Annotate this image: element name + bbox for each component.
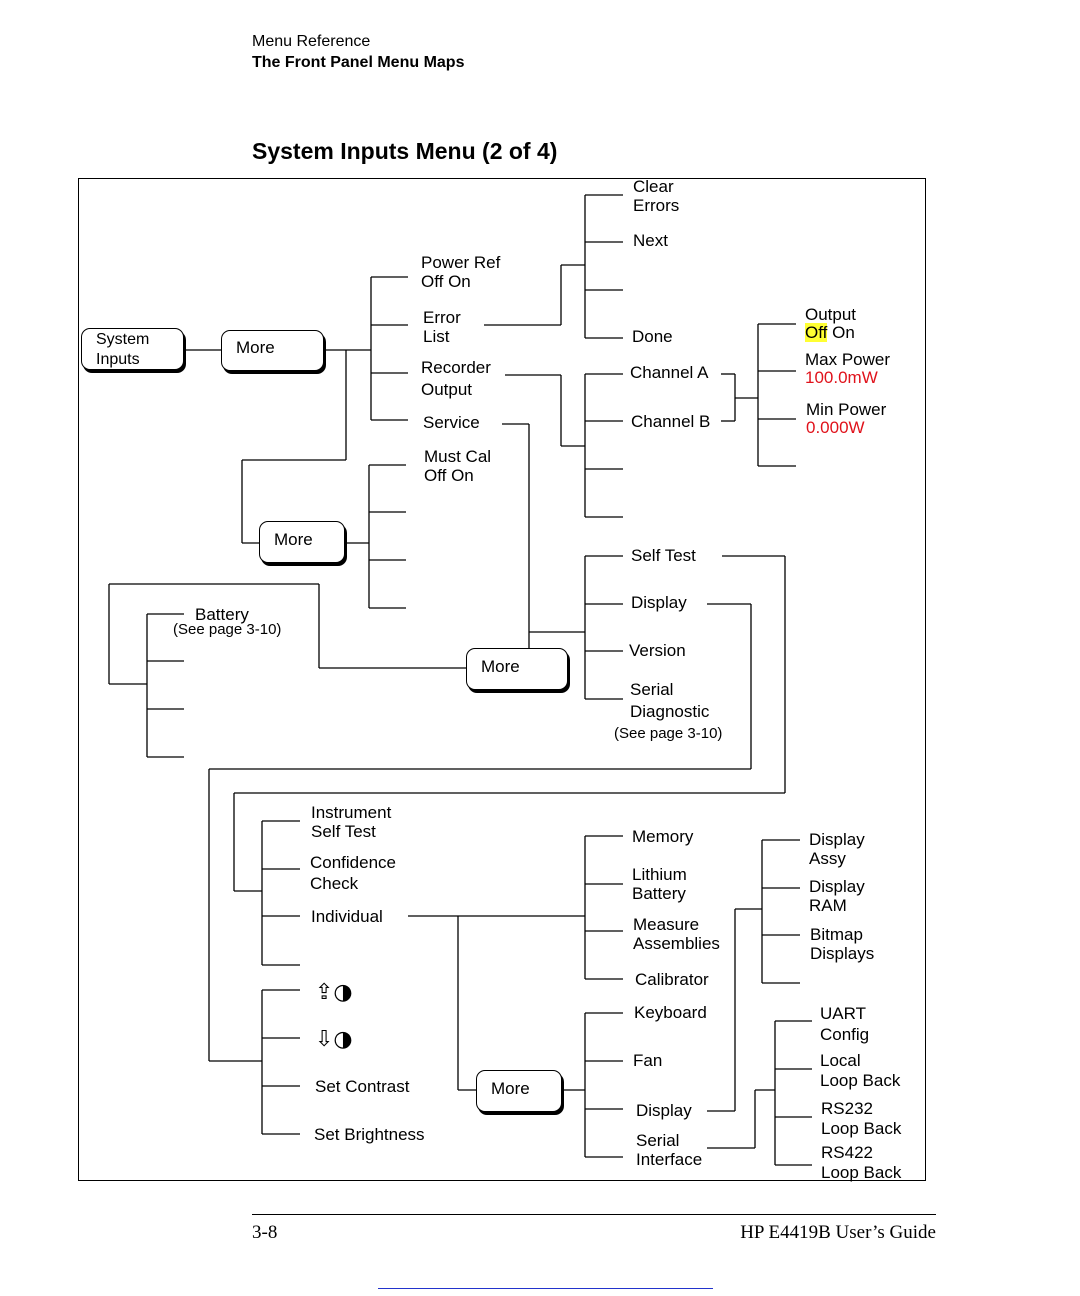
more-key-3[interactable]: More — [466, 648, 568, 690]
header-section: Menu Reference — [252, 33, 371, 50]
error-list-label: Error List — [423, 308, 461, 346]
power-ref-label: Power Ref Off On — [421, 253, 501, 291]
more-key-4[interactable]: More — [476, 1070, 562, 1112]
set-brightness-label: Set Brightness — [314, 1125, 425, 1144]
output-on-option: On — [832, 323, 855, 342]
clear-errors-label: Clear Errors — [633, 177, 680, 215]
more-key-1[interactable]: More — [221, 330, 324, 371]
display-label: Display — [631, 593, 687, 612]
bitmap-displays-label: Bitmap Displays — [810, 925, 875, 963]
lithium-battery-label: Lithium Battery — [632, 865, 687, 903]
service-label: Service — [423, 413, 480, 432]
confidence-check-label: Confidence Check — [310, 853, 397, 893]
memory-label: Memory — [632, 827, 694, 846]
uart-config-label: UART Config — [820, 1004, 870, 1044]
fan-label: Fan — [633, 1051, 663, 1070]
local-loop-back-label: Local Loop Back — [820, 1051, 901, 1090]
done-label: Done — [632, 327, 673, 346]
serial-diagnostic-label: Serial Diagnostic — [630, 680, 710, 721]
page-title: System Inputs Menu (2 of 4) — [252, 138, 558, 164]
min-power-value: 0.000W — [806, 418, 865, 437]
channel-b-label: Channel B — [631, 412, 711, 431]
max-power-label: Max Power — [805, 350, 891, 369]
more-key-2[interactable]: More — [259, 521, 345, 563]
display-assy-label: Display Assy — [809, 830, 865, 868]
output-state: Off On — [805, 323, 855, 342]
keyboard-label: Keyboard — [634, 1003, 707, 1022]
instrument-self-test-label: Instrument Self Test — [311, 803, 392, 841]
battery-note: (See page 3-10) — [173, 621, 282, 638]
measure-assemblies-label: Measure Assemblies — [633, 915, 720, 953]
system-inputs-key[interactable]: System Inputs — [81, 328, 184, 370]
next-label: Next — [633, 231, 668, 250]
bottom-link-underline[interactable] — [378, 1288, 713, 1289]
battery-label: Battery — [195, 605, 249, 624]
output-off-option: Off — [805, 323, 828, 342]
calibrator-label: Calibrator — [635, 970, 709, 989]
footer-rule — [252, 1214, 936, 1215]
header-subsection: The Front Panel Menu Maps — [252, 54, 465, 71]
individual-label: Individual — [311, 907, 383, 926]
contrast-up-icon: ⇪◑ — [315, 980, 353, 1005]
display-ram-label: Display RAM — [809, 877, 865, 915]
recorder-output-label: Recorder Output — [421, 358, 491, 399]
footer-page-number: 3-8 — [252, 1222, 278, 1243]
rs232-loop-back-label: RS232 Loop Back — [821, 1099, 902, 1138]
contrast-down-icon: ⇩◑ — [315, 1027, 353, 1052]
set-contrast-label: Set Contrast — [315, 1077, 410, 1096]
must-cal-label: Must Cal Off On — [424, 447, 492, 485]
rs422-loop-back-label: RS422 Loop Back — [821, 1143, 902, 1182]
channel-a-label: Channel A — [630, 363, 709, 382]
serial-diagnostic-note: (See page 3-10) — [614, 725, 723, 742]
display-test-label: Display — [636, 1101, 692, 1120]
output-label: Output — [805, 305, 857, 324]
min-power-label: Min Power — [806, 400, 887, 419]
footer-guide-title: HP E4419B User’s Guide — [740, 1222, 936, 1243]
serial-interface-label: Serial Interface — [636, 1131, 703, 1169]
self-test-label: Self Test — [631, 546, 696, 565]
menu-map-frame — [78, 178, 926, 1181]
version-label: Version — [629, 641, 686, 660]
max-power-value: 100.0mW — [805, 368, 878, 387]
